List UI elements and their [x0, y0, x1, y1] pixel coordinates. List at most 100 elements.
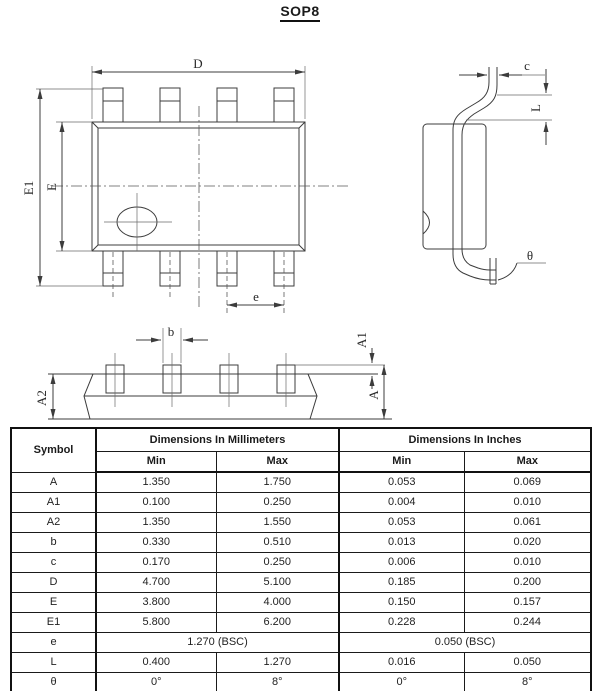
cell-symbol: A2 — [10, 512, 97, 533]
top-view-body — [91, 121, 306, 252]
header-symbol: Symbol — [10, 427, 97, 473]
table-row: θ 0° 8° 0° 8° — [10, 672, 592, 691]
side-view-body — [422, 123, 487, 250]
label-E1: E1 — [21, 181, 36, 195]
cell-in-min: 0.185 — [338, 572, 465, 593]
cell-mm-max: 0.250 — [215, 552, 341, 573]
cell-symbol: E — [10, 592, 97, 613]
cell-mm-max: 0.510 — [215, 532, 341, 553]
dimension-theta: θ — [497, 248, 546, 281]
cell-in-min: 0° — [338, 672, 465, 691]
table-row: A1 0.100 0.250 0.004 0.010 — [10, 492, 592, 513]
side-view-lead — [452, 67, 498, 285]
table-row-e: e 1.270 (BSC) 0.050 (BSC) — [10, 632, 592, 653]
table-row: L 0.400 1.270 0.016 0.050 — [10, 652, 592, 673]
header-mm-min: Min — [95, 451, 217, 473]
cell-in-min: 0.150 — [338, 592, 465, 613]
cell-symbol: E1 — [10, 612, 97, 633]
dimensions-table: Symbol Dimensions In Millimeters Dimensi… — [10, 427, 593, 691]
dimension-e: e — [227, 289, 284, 308]
cell-symbol: e — [10, 632, 97, 653]
cell-in-span: 0.050 (BSC) — [338, 632, 592, 653]
cell-symbol: b — [10, 532, 97, 553]
label-A: A — [366, 390, 381, 400]
dimension-A: A — [366, 365, 387, 419]
cell-mm-span: 1.270 (BSC) — [95, 632, 341, 653]
label-E: E — [44, 183, 59, 191]
top-view-pins-bottom — [102, 250, 295, 287]
top-view: D E1 E e — [21, 56, 348, 314]
cell-in-min: 0.016 — [338, 652, 465, 673]
dimension-c: c — [459, 58, 545, 78]
cell-in-min: 0.013 — [338, 532, 465, 553]
front-view-body — [48, 373, 392, 420]
header-mm-max: Max — [215, 451, 341, 473]
cell-in-min: 0.228 — [338, 612, 465, 633]
page-title: SOP8 — [280, 3, 320, 22]
cell-symbol: A1 — [10, 492, 97, 513]
table-header-groups: Symbol Dimensions In Millimeters Dimensi… — [10, 427, 592, 473]
table-row: E1 5.800 6.200 0.228 0.244 — [10, 612, 592, 633]
cell-symbol: A — [10, 471, 97, 493]
table-row: E 3.800 4.000 0.150 0.157 — [10, 592, 592, 613]
top-view-centerlines — [52, 106, 348, 314]
cell-mm-max: 0.250 — [215, 492, 341, 513]
cell-mm-max: 1.550 — [215, 512, 341, 533]
page-title-row: SOP8 — [0, 3, 600, 22]
label-theta: θ — [527, 248, 533, 263]
label-A2: A2 — [34, 390, 49, 406]
pin1-marker — [104, 193, 172, 251]
cell-in-max: 0.069 — [463, 471, 592, 493]
header-inches-group: Dimensions In Inches — [338, 427, 592, 452]
cell-in-max: 0.050 — [463, 652, 592, 673]
cell-mm-min: 0.400 — [95, 652, 217, 673]
dimension-A1: A1 — [354, 332, 375, 389]
cell-mm-max: 1.750 — [215, 471, 341, 493]
table-header-minmax: Min Max Min Max — [11, 451, 592, 473]
cell-mm-max: 1.270 — [215, 652, 341, 673]
label-c: c — [524, 58, 530, 73]
label-A1: A1 — [354, 332, 369, 348]
cell-mm-min: 5.800 — [95, 612, 217, 633]
cell-in-max: 0.157 — [463, 592, 592, 613]
cell-mm-min: 3.800 — [95, 592, 217, 613]
cell-in-max: 0.200 — [463, 572, 592, 593]
dimension-D: D — [91, 56, 306, 119]
cell-in-max: 0.010 — [463, 552, 592, 573]
header-mm-group: Dimensions In Millimeters — [95, 427, 341, 452]
table-row: b 0.330 0.510 0.013 0.020 — [10, 532, 592, 553]
cell-symbol: θ — [10, 672, 97, 691]
cell-symbol: L — [10, 652, 97, 673]
cell-mm-min: 0.330 — [95, 532, 217, 553]
cell-in-max: 8° — [463, 672, 592, 691]
front-view-pins — [105, 353, 385, 407]
cell-in-max: 0.020 — [463, 532, 592, 553]
cell-mm-max: 5.100 — [215, 572, 341, 593]
cell-in-min: 0.053 — [338, 512, 465, 533]
cell-in-min: 0.004 — [338, 492, 465, 513]
table-row: D 4.700 5.100 0.185 0.200 — [10, 572, 592, 593]
dimension-E1: E1 — [21, 88, 103, 287]
dimension-b: b — [136, 324, 208, 363]
cell-symbol: D — [10, 572, 97, 593]
table-row: A 1.350 1.750 0.053 0.069 — [10, 471, 592, 493]
cell-mm-min: 0° — [95, 672, 217, 691]
top-view-pins-top — [102, 87, 295, 123]
cell-mm-min: 1.350 — [95, 512, 217, 533]
cell-in-max: 0.061 — [463, 512, 592, 533]
package-outline-drawing: D E1 E e — [21, 56, 552, 420]
cell-mm-min: 1.350 — [95, 471, 217, 493]
cell-in-max: 0.010 — [463, 492, 592, 513]
front-view: b A2 A1 A — [34, 324, 392, 420]
cell-mm-max: 6.200 — [215, 612, 341, 633]
cell-in-min: 0.006 — [338, 552, 465, 573]
label-b: b — [168, 324, 175, 339]
cell-mm-min: 0.170 — [95, 552, 217, 573]
dimension-A2: A2 — [34, 374, 56, 419]
table-row: c 0.170 0.250 0.006 0.010 — [10, 552, 592, 573]
cell-in-max: 0.244 — [463, 612, 592, 633]
table-row: A2 1.350 1.550 0.053 0.061 — [10, 512, 592, 533]
cell-mm-max: 4.000 — [215, 592, 341, 613]
cell-mm-max: 8° — [215, 672, 341, 691]
